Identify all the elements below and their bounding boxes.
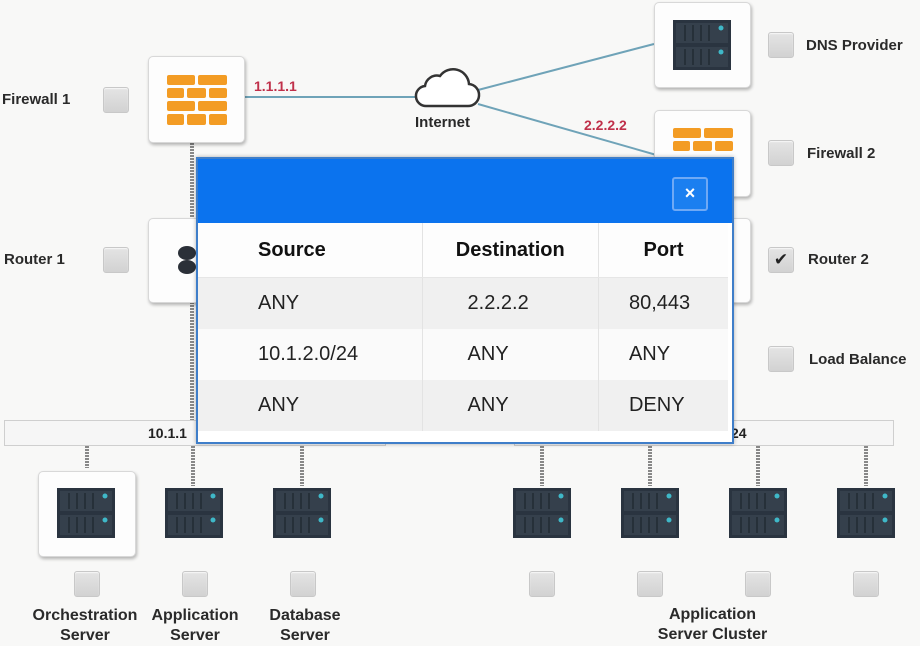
load-balancer-checkbox[interactable] xyxy=(768,346,794,372)
firewall-icon xyxy=(673,128,733,151)
router2-checkbox[interactable]: ✔ xyxy=(768,247,794,273)
server-icon xyxy=(57,488,115,543)
firewall-icon xyxy=(167,75,227,125)
link-internet-dns xyxy=(477,43,655,91)
router2-label: Router 2 xyxy=(808,251,869,268)
router-icon xyxy=(178,246,196,274)
orchestration-label-line2: Server xyxy=(60,627,110,644)
link-subnet-application xyxy=(191,446,195,486)
close-icon: × xyxy=(684,183,696,203)
database-label-line2: Server xyxy=(280,627,330,644)
link-subnet-cluster-server xyxy=(756,446,760,486)
cell-port: DENY xyxy=(598,380,728,431)
application-server-label: Application Server xyxy=(140,606,250,646)
server-icon xyxy=(621,488,679,543)
firewall1-label: Firewall 1 xyxy=(2,91,71,108)
dns-provider-node[interactable] xyxy=(654,2,751,88)
orchestration-server-label: Orchestration Server xyxy=(20,606,150,646)
database-server-checkbox[interactable] xyxy=(290,571,316,597)
server-icon xyxy=(837,488,895,543)
cell-destination: ANY xyxy=(422,329,599,380)
table-row: ANY ANY DENY xyxy=(198,380,728,431)
cloud-icon xyxy=(414,68,481,108)
cluster-server-checkbox[interactable] xyxy=(853,571,879,597)
dns-provider-label: DNS Provider xyxy=(806,37,903,54)
firewall2-ip: 2.2.2.2 xyxy=(584,117,627,133)
firewall2-checkbox[interactable] xyxy=(768,140,794,166)
cell-source: ANY xyxy=(198,380,423,431)
link-subnet-database xyxy=(300,446,304,486)
firewall-rules-dialog: × Source Destination Port ANY 2.2.2.2 80… xyxy=(196,157,734,444)
application-server-checkbox[interactable] xyxy=(182,571,208,597)
close-button[interactable]: × xyxy=(672,177,708,211)
dns-provider-checkbox[interactable] xyxy=(768,32,794,58)
dialog-header: × xyxy=(198,159,732,223)
router1-checkbox[interactable] xyxy=(103,247,129,273)
application-label-line2: Server xyxy=(170,627,220,644)
cluster-server-checkbox[interactable] xyxy=(529,571,555,597)
table-row: 10.1.2.0/24 ANY ANY xyxy=(198,329,728,380)
table-header-row: Source Destination Port xyxy=(198,223,728,278)
router1-label: Router 1 xyxy=(4,251,65,268)
subnet-left-label: 10.1.1 xyxy=(148,425,187,441)
cluster-label-line1: Application xyxy=(668,606,757,623)
cell-port: 80,443 xyxy=(598,277,728,329)
column-header-destination: Destination xyxy=(422,223,599,278)
orchestration-server-checkbox[interactable] xyxy=(74,571,100,597)
server-icon xyxy=(729,488,787,543)
application-label-line1: Application xyxy=(151,607,239,624)
load-balancer-label: Load Balance xyxy=(809,351,907,368)
cell-source: 10.1.2.0/24 xyxy=(198,329,423,380)
cell-port: ANY xyxy=(598,329,728,380)
firewall1-node[interactable] xyxy=(148,56,245,143)
database-server-label: Database Server xyxy=(250,606,360,646)
check-icon: ✔ xyxy=(773,250,789,269)
link-internet-firewall2 xyxy=(477,103,661,157)
column-header-port: Port xyxy=(598,223,728,278)
cluster-label: Application Server Cluster xyxy=(630,605,795,645)
server-icon xyxy=(673,20,731,70)
server-icon xyxy=(273,488,331,543)
subnet-right-label: 24 xyxy=(731,425,747,441)
link-subnet-orchestration xyxy=(85,446,89,468)
column-header-source: Source xyxy=(198,223,423,278)
internet-label: Internet xyxy=(415,114,471,131)
cluster-label-line2: Server Cluster xyxy=(657,626,768,643)
firewall1-ip: 1.1.1.1 xyxy=(254,78,297,94)
firewall1-checkbox[interactable] xyxy=(103,87,129,113)
server-icon xyxy=(165,488,223,543)
cell-source: ANY xyxy=(198,277,423,329)
cell-destination: 2.2.2.2 xyxy=(422,277,599,329)
cell-destination: ANY xyxy=(422,380,599,431)
cluster-server-checkbox[interactable] xyxy=(745,571,771,597)
orchestration-label-line1: Orchestration xyxy=(32,607,138,624)
server-icon xyxy=(513,488,571,543)
cluster-server-checkbox[interactable] xyxy=(637,571,663,597)
link-subnet-cluster-server xyxy=(648,446,652,486)
database-label-line1: Database xyxy=(269,607,341,624)
link-subnet-cluster-server xyxy=(540,446,544,486)
firewall2-label: Firewall 2 xyxy=(807,145,876,162)
rules-table: Source Destination Port ANY 2.2.2.2 80,4… xyxy=(198,223,728,431)
link-subnet-cluster-server xyxy=(864,446,868,486)
table-row: ANY 2.2.2.2 80,443 xyxy=(198,277,728,329)
